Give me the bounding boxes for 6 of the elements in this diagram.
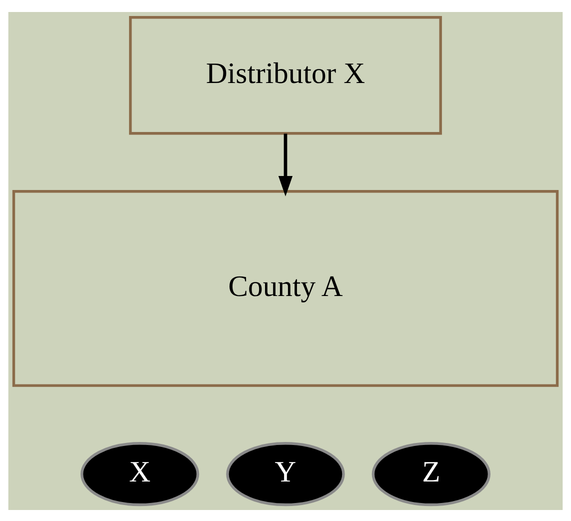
- node-box: Distributor X: [129, 16, 442, 134]
- node-ellipse: X: [80, 442, 200, 506]
- node-box: County A: [12, 190, 559, 386]
- node-ellipse: Z: [372, 442, 490, 506]
- node-ellipse: Y: [226, 442, 345, 506]
- arrow: [278, 133, 293, 196]
